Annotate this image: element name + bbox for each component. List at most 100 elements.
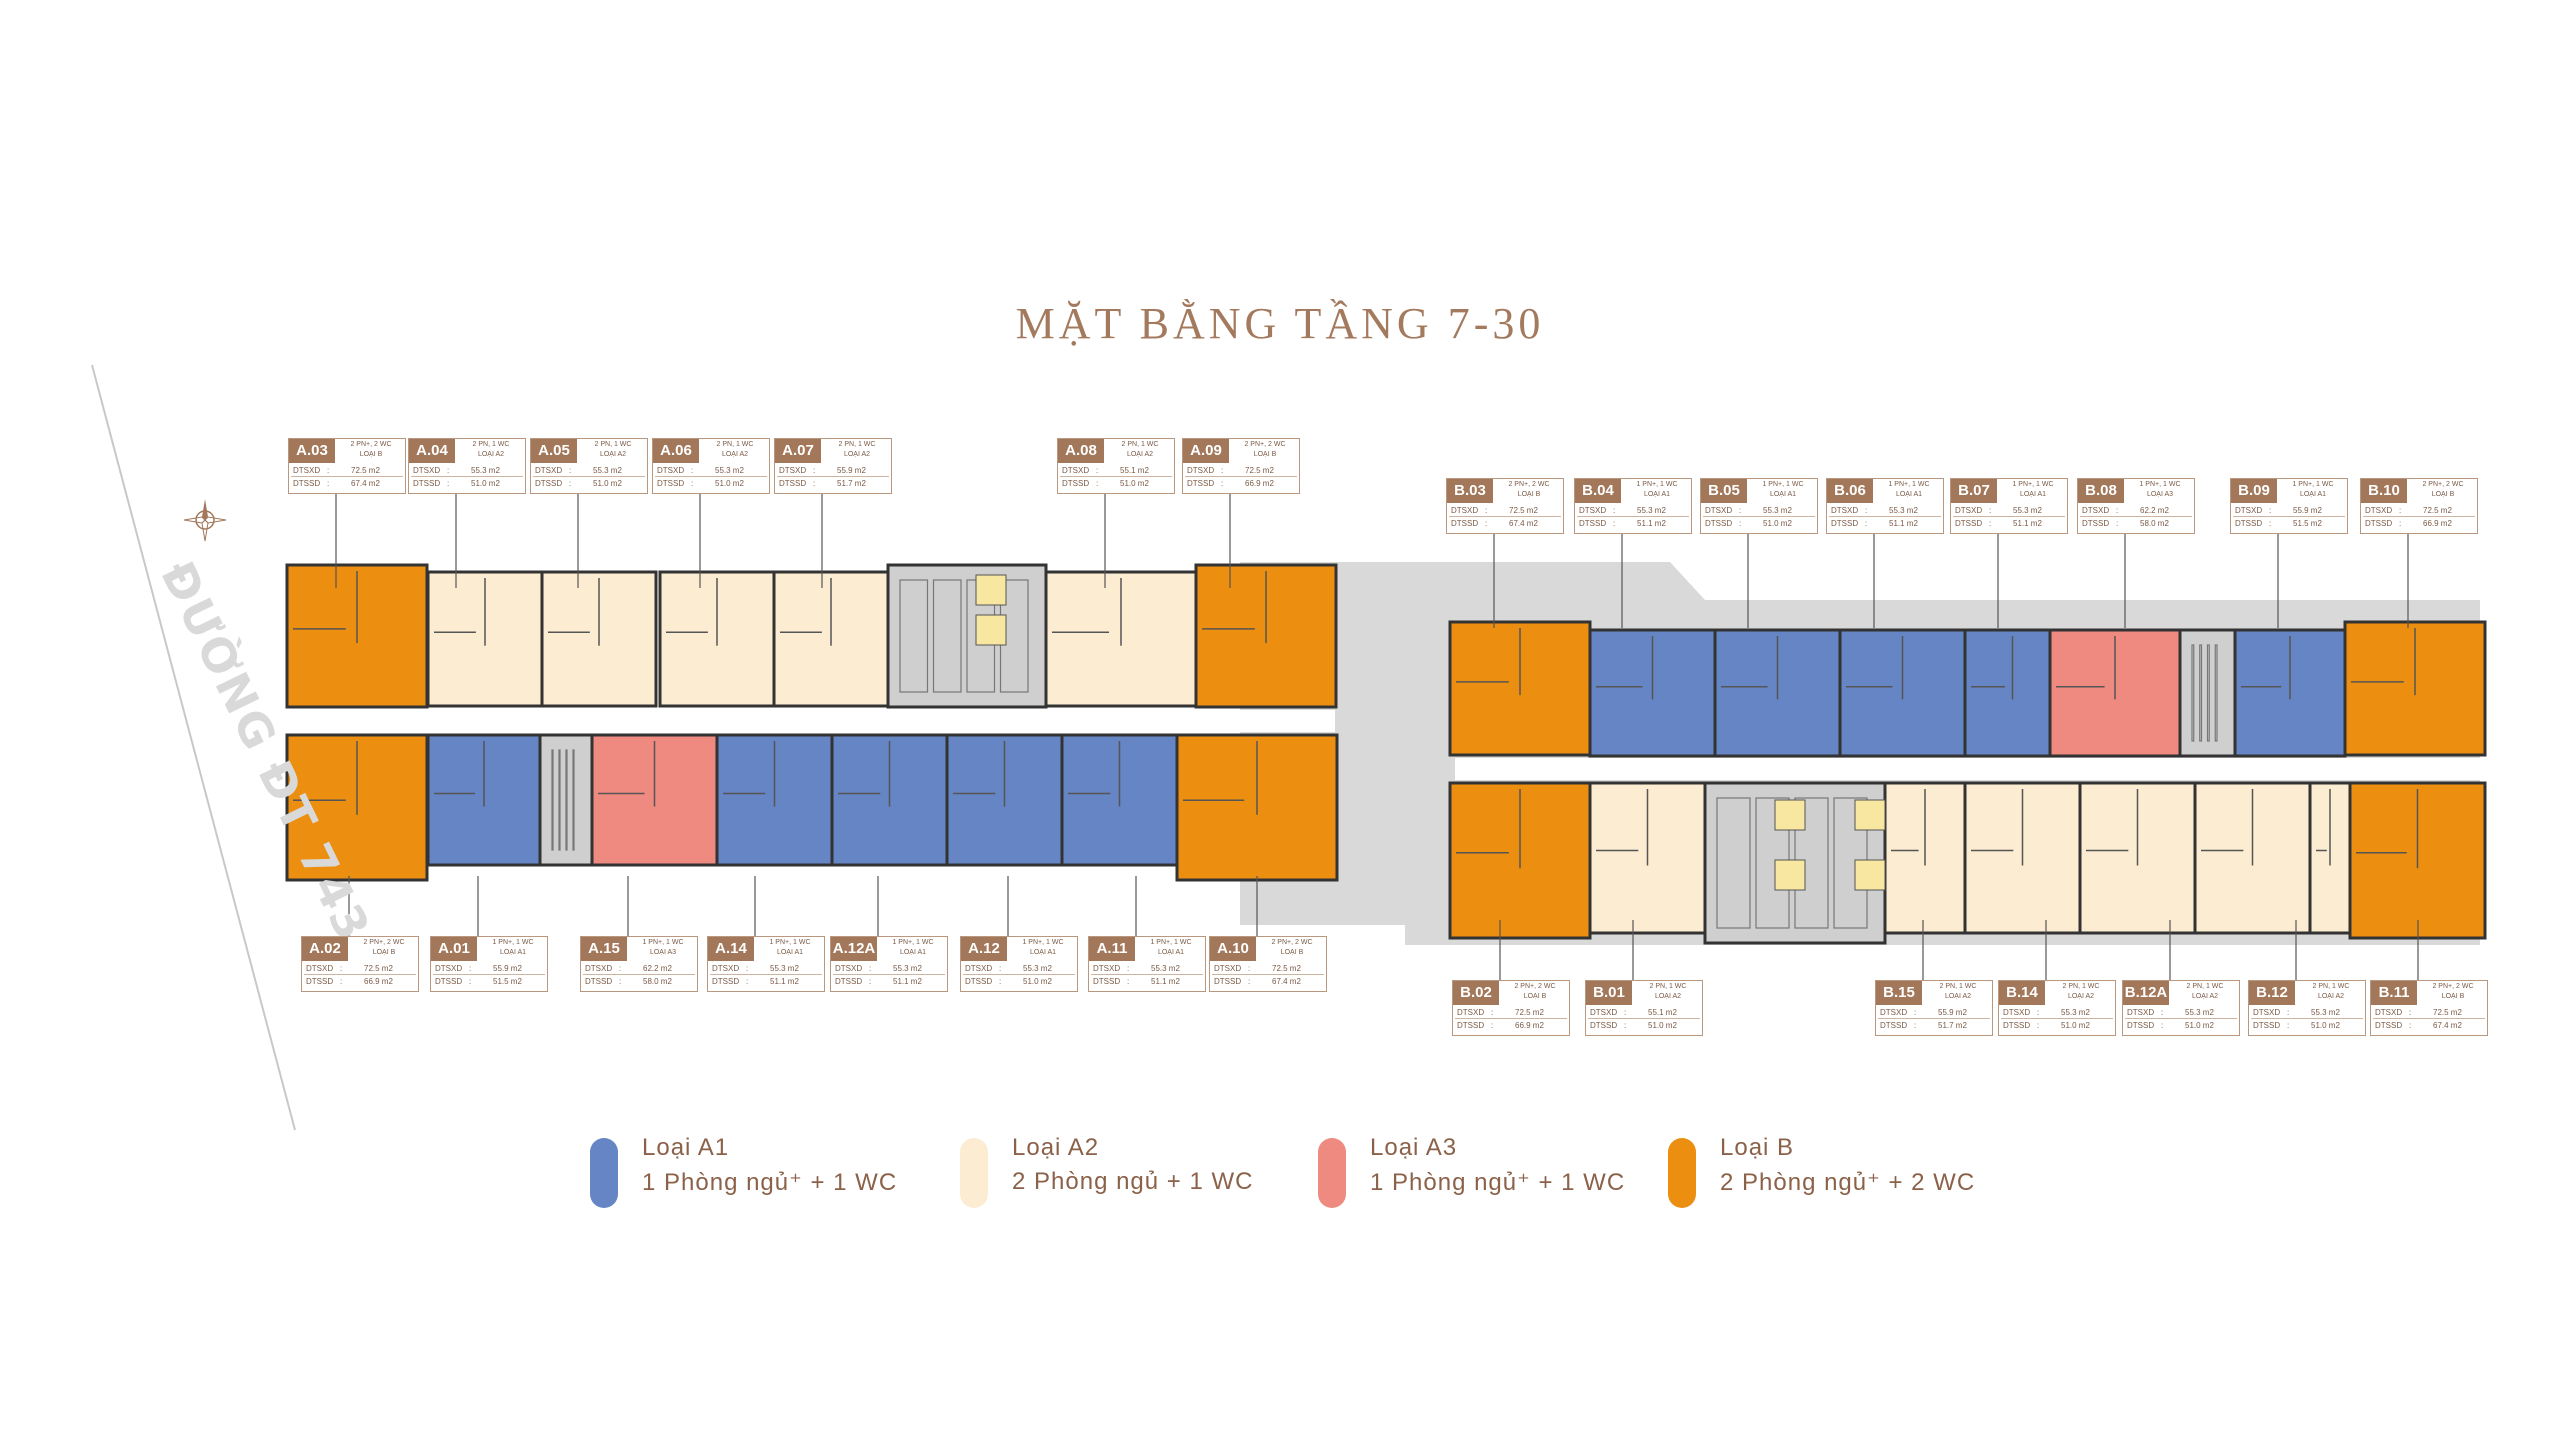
unit-code: B.08 bbox=[2078, 479, 2124, 503]
divider bbox=[304, 974, 416, 975]
divider bbox=[583, 974, 695, 975]
unit-code: A.14 bbox=[708, 937, 754, 961]
divider bbox=[655, 476, 767, 477]
unit-code: A.07 bbox=[775, 439, 821, 463]
unit-code: B.15 bbox=[1876, 981, 1922, 1005]
unit-code: A.09 bbox=[1183, 439, 1229, 463]
stair-b-detail bbox=[2206, 644, 2210, 742]
unit-code: B.07 bbox=[1951, 479, 1997, 503]
divider bbox=[1588, 1018, 1700, 1019]
divider bbox=[1829, 516, 1941, 517]
divider bbox=[710, 974, 822, 975]
legend-type: Loại A1 bbox=[642, 1134, 730, 1161]
unit-code: A.03 bbox=[289, 439, 335, 463]
stair-b-detail bbox=[2214, 644, 2218, 742]
unit-code: B.04 bbox=[1575, 479, 1621, 503]
divider bbox=[1449, 516, 1561, 517]
stair-a-detail bbox=[558, 749, 561, 851]
legend-desc: 2 Phòng ngủ⁺ + 2 WC bbox=[1720, 1169, 1976, 1196]
divider bbox=[2363, 516, 2475, 517]
unit-code: A.06 bbox=[653, 439, 699, 463]
unit-code: A.15 bbox=[581, 937, 627, 961]
unit-code: A.05 bbox=[531, 439, 577, 463]
core-a-detail bbox=[899, 579, 929, 693]
unit-code: B.12 bbox=[2249, 981, 2295, 1005]
divider bbox=[833, 974, 945, 975]
divider bbox=[777, 476, 889, 477]
corridor-b bbox=[1455, 758, 2485, 780]
divider bbox=[2251, 1018, 2363, 1019]
divider bbox=[1455, 1018, 1567, 1019]
elevator-3 bbox=[1854, 799, 1886, 831]
divider bbox=[1212, 974, 1324, 975]
divider bbox=[1577, 516, 1689, 517]
legend-swatch bbox=[1318, 1138, 1346, 1208]
divider bbox=[433, 974, 545, 975]
unit-code: A.01 bbox=[431, 937, 477, 961]
stair-a-detail bbox=[572, 749, 575, 851]
divider bbox=[291, 476, 403, 477]
divider bbox=[2373, 1018, 2485, 1019]
elevator-0 bbox=[975, 574, 1007, 606]
divider bbox=[2233, 516, 2345, 517]
core-a-detail bbox=[932, 579, 962, 693]
divider bbox=[2125, 1018, 2237, 1019]
unit-code: B.01 bbox=[1586, 981, 1632, 1005]
divider bbox=[411, 476, 523, 477]
stair-a-detail bbox=[551, 749, 554, 851]
unit-code: B.02 bbox=[1453, 981, 1499, 1005]
legend-swatch bbox=[1668, 1138, 1696, 1208]
elevator-4 bbox=[1774, 859, 1806, 891]
unit-code: B.14 bbox=[1999, 981, 2045, 1005]
divider bbox=[2001, 1018, 2113, 1019]
